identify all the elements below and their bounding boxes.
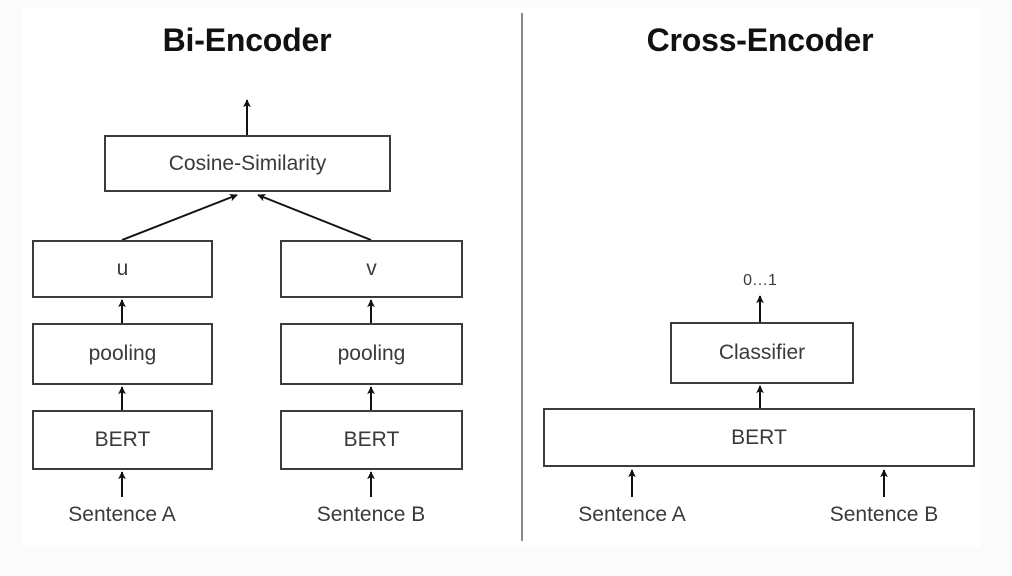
cross-encoder-score-range-label: 0…1 xyxy=(743,272,777,289)
panel-title-bi-encoder: Bi-Encoder xyxy=(162,22,332,58)
cross-encoder-classifier-box: Classifier xyxy=(670,322,854,384)
bi-encoder-v-box: v xyxy=(280,240,463,298)
bi-encoder-cosine-similarity-box: Cosine-Similarity xyxy=(104,135,391,192)
bi-encoder-sentence-b-label: Sentence B xyxy=(316,503,426,526)
bi-encoder-pooling-a-box: pooling xyxy=(32,323,213,385)
bi-encoder-u-box: u xyxy=(32,240,213,298)
cross-encoder-sentence-b-label: Sentence B xyxy=(829,503,939,526)
bi-encoder-sentence-a-label: Sentence A xyxy=(68,503,176,526)
bi-encoder-pooling-b-box: pooling xyxy=(280,323,463,385)
panel-title-cross-encoder: Cross-Encoder xyxy=(646,22,874,58)
cross-encoder-bert-combined-box: BERT xyxy=(543,408,975,467)
bi-encoder-bert-a-box: BERT xyxy=(32,410,213,470)
bi-encoder-bert-b-box: BERT xyxy=(280,410,463,470)
cross-encoder-sentence-a-label: Sentence A xyxy=(578,503,686,526)
panel-divider xyxy=(521,13,523,541)
